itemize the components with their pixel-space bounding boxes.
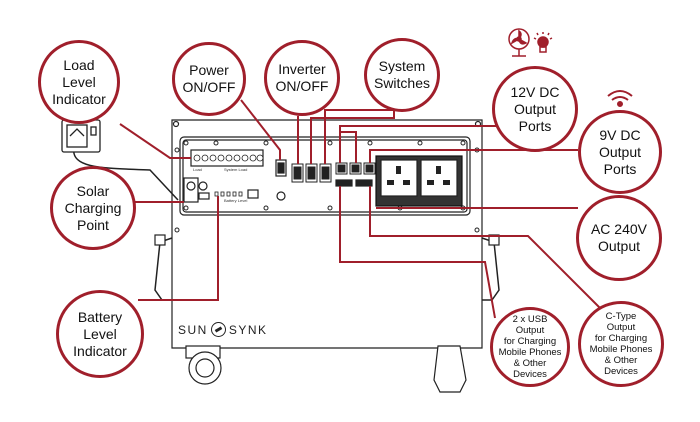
callout-inverter: Inverter ON/OFF xyxy=(264,40,340,116)
callout-ac-240v: AC 240V Output xyxy=(576,195,662,281)
fan-icon xyxy=(508,28,530,57)
callout-battery-text: Battery Level Indicator xyxy=(73,308,127,359)
brand-right: SYNK xyxy=(228,323,268,337)
generator-unit xyxy=(154,119,500,393)
wifi-icon xyxy=(607,90,633,107)
callout-solar: Solar Charging Point xyxy=(50,166,136,250)
callout-9v-dc-text: 9V DC Output Ports xyxy=(598,126,642,177)
callout-power-text: Power ON/OFF xyxy=(182,62,236,95)
callout-solar-text: Solar Charging Point xyxy=(64,182,122,233)
callout-c-type-text: C-Type Output for Charging Mobile Phones… xyxy=(589,311,653,377)
callout-9v-dc: 9V DC Output Ports xyxy=(578,110,662,194)
brand-mark-icon xyxy=(210,322,226,337)
callout-inverter-text: Inverter ON/OFF xyxy=(275,61,329,94)
panel-label-battery-level: Battery Level xyxy=(224,198,248,203)
wall-socket-icon xyxy=(61,119,101,153)
brand-left: SUN xyxy=(178,323,208,337)
callout-usb: 2 x USB Output for Charging Mobile Phone… xyxy=(490,307,570,387)
bulb-icon xyxy=(533,32,553,53)
brand-logo: SUN SYNK xyxy=(178,322,268,337)
callout-battery: Battery Level Indicator xyxy=(56,290,144,378)
callout-usb-text: 2 x USB Output for Charging Mobile Phone… xyxy=(498,314,562,380)
callout-system-switches-text: System Switches xyxy=(373,58,431,91)
callout-12v-dc: 12V DC Output Ports xyxy=(492,66,578,152)
callout-12v-dc-text: 12V DC Output Ports xyxy=(510,83,560,134)
callout-system-switches: System Switches xyxy=(364,38,440,112)
callout-load-level-text: Load Level Indicator xyxy=(52,56,106,107)
wheel-icon xyxy=(185,345,222,385)
callout-load-level: Load Level Indicator xyxy=(38,40,120,124)
callout-c-type: C-Type Output for Charging Mobile Phones… xyxy=(578,301,664,387)
callout-ac-240v-text: AC 240V Output xyxy=(590,221,648,254)
panel-label-load: Load xyxy=(193,167,202,172)
callout-power: Power ON/OFF xyxy=(172,42,246,116)
panel-label-system-load: System Load xyxy=(224,167,248,172)
